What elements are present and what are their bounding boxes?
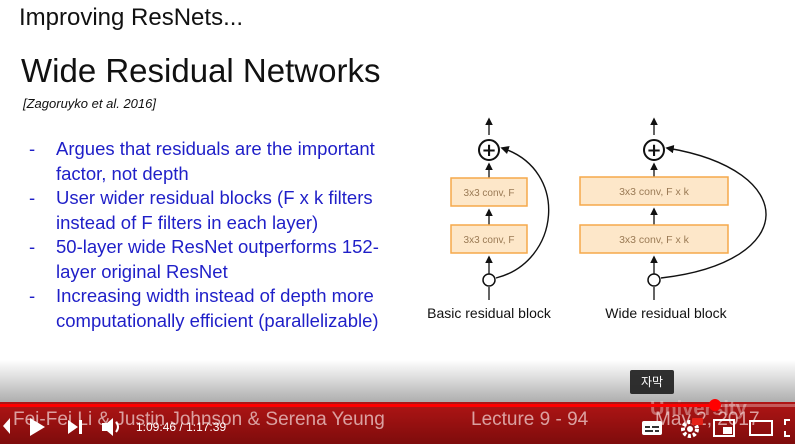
university-watermark: University	[650, 398, 747, 420]
progress-scrubber[interactable]	[708, 399, 721, 411]
time-display: 1:09:46 / 1:17:39	[136, 420, 226, 434]
bullet-text: User wider residual blocks (F x k filter…	[56, 187, 373, 233]
volume-icon[interactable]	[99, 414, 125, 440]
previous-icon[interactable]	[0, 414, 14, 438]
bullet-item: - User wider residual blocks (F x k filt…	[29, 186, 409, 235]
bullet-text: 50-layer wide ResNet outperforms 152-lay…	[56, 236, 379, 282]
bullet-item: - Increasing width instead of depth more…	[29, 284, 409, 333]
conv-layer-label: 3x3 conv, F x k	[619, 186, 690, 198]
bullet-dash: -	[29, 285, 36, 306]
section-title: Improving ResNets...	[19, 4, 244, 31]
settings-icon[interactable]	[679, 416, 703, 440]
duration: 1:17:39	[186, 420, 227, 434]
input-node	[647, 273, 661, 287]
play-icon[interactable]	[26, 415, 48, 439]
skip-connection	[495, 146, 550, 279]
basic-residual-block: + 3x3 conv, F 3x3 conv, F Basic residual…	[427, 117, 552, 321]
conv-layer-box	[450, 177, 528, 207]
conv-layer-label: 3x3 conv, F x k	[619, 234, 690, 246]
conv-layer-label: 3x3 conv, F	[464, 235, 515, 246]
conv-layer-label: 3x3 conv, F	[464, 188, 515, 199]
bullet-dash: -	[29, 236, 36, 257]
progress-fill	[0, 404, 715, 407]
bullet-dash: -	[29, 187, 36, 208]
fullscreen-icon[interactable]	[783, 418, 795, 438]
citation: [Zagoruyko et al. 2016]	[23, 96, 156, 111]
bullet-item: - 50-layer wide ResNet outperforms 152-l…	[29, 235, 409, 284]
basic-block-caption: Basic residual block	[427, 305, 552, 321]
input-node	[482, 273, 496, 287]
bullet-dash: -	[29, 138, 36, 159]
bullet-text: Increasing width instead of depth more c…	[56, 285, 379, 331]
current-time: 1:09:46	[136, 420, 177, 434]
skip-connection	[660, 144, 767, 279]
bullet-item: - Argues that residuals are the importan…	[29, 137, 409, 186]
subtitles-tooltip: 자막	[630, 370, 674, 394]
plus-icon: +	[481, 140, 496, 161]
slide-title: Wide Residual Networks	[21, 52, 381, 89]
wide-block-caption: Wide residual block	[605, 305, 727, 321]
theater-icon[interactable]	[749, 418, 773, 438]
conv-layer-box	[450, 224, 528, 254]
conv-layer-box	[579, 176, 729, 206]
addition-node	[478, 139, 500, 161]
footer-lecture: Lecture 9 - 94	[471, 409, 589, 430]
subtitles-icon[interactable]	[641, 419, 663, 437]
bullet-list: - Argues that residuals are the importan…	[29, 137, 409, 333]
wide-residual-block: + 3x3 conv, F x k 3x3 conv, F x k Wide r…	[579, 117, 767, 321]
addition-node	[643, 139, 665, 161]
bullet-text: Argues that residuals are the important …	[56, 138, 375, 184]
slide-footer	[0, 402, 795, 444]
time-separator: /	[179, 420, 183, 434]
miniplayer-icon[interactable]	[713, 418, 735, 438]
plus-icon: +	[646, 140, 661, 161]
conv-layer-box	[579, 224, 729, 254]
next-icon[interactable]	[64, 415, 86, 439]
